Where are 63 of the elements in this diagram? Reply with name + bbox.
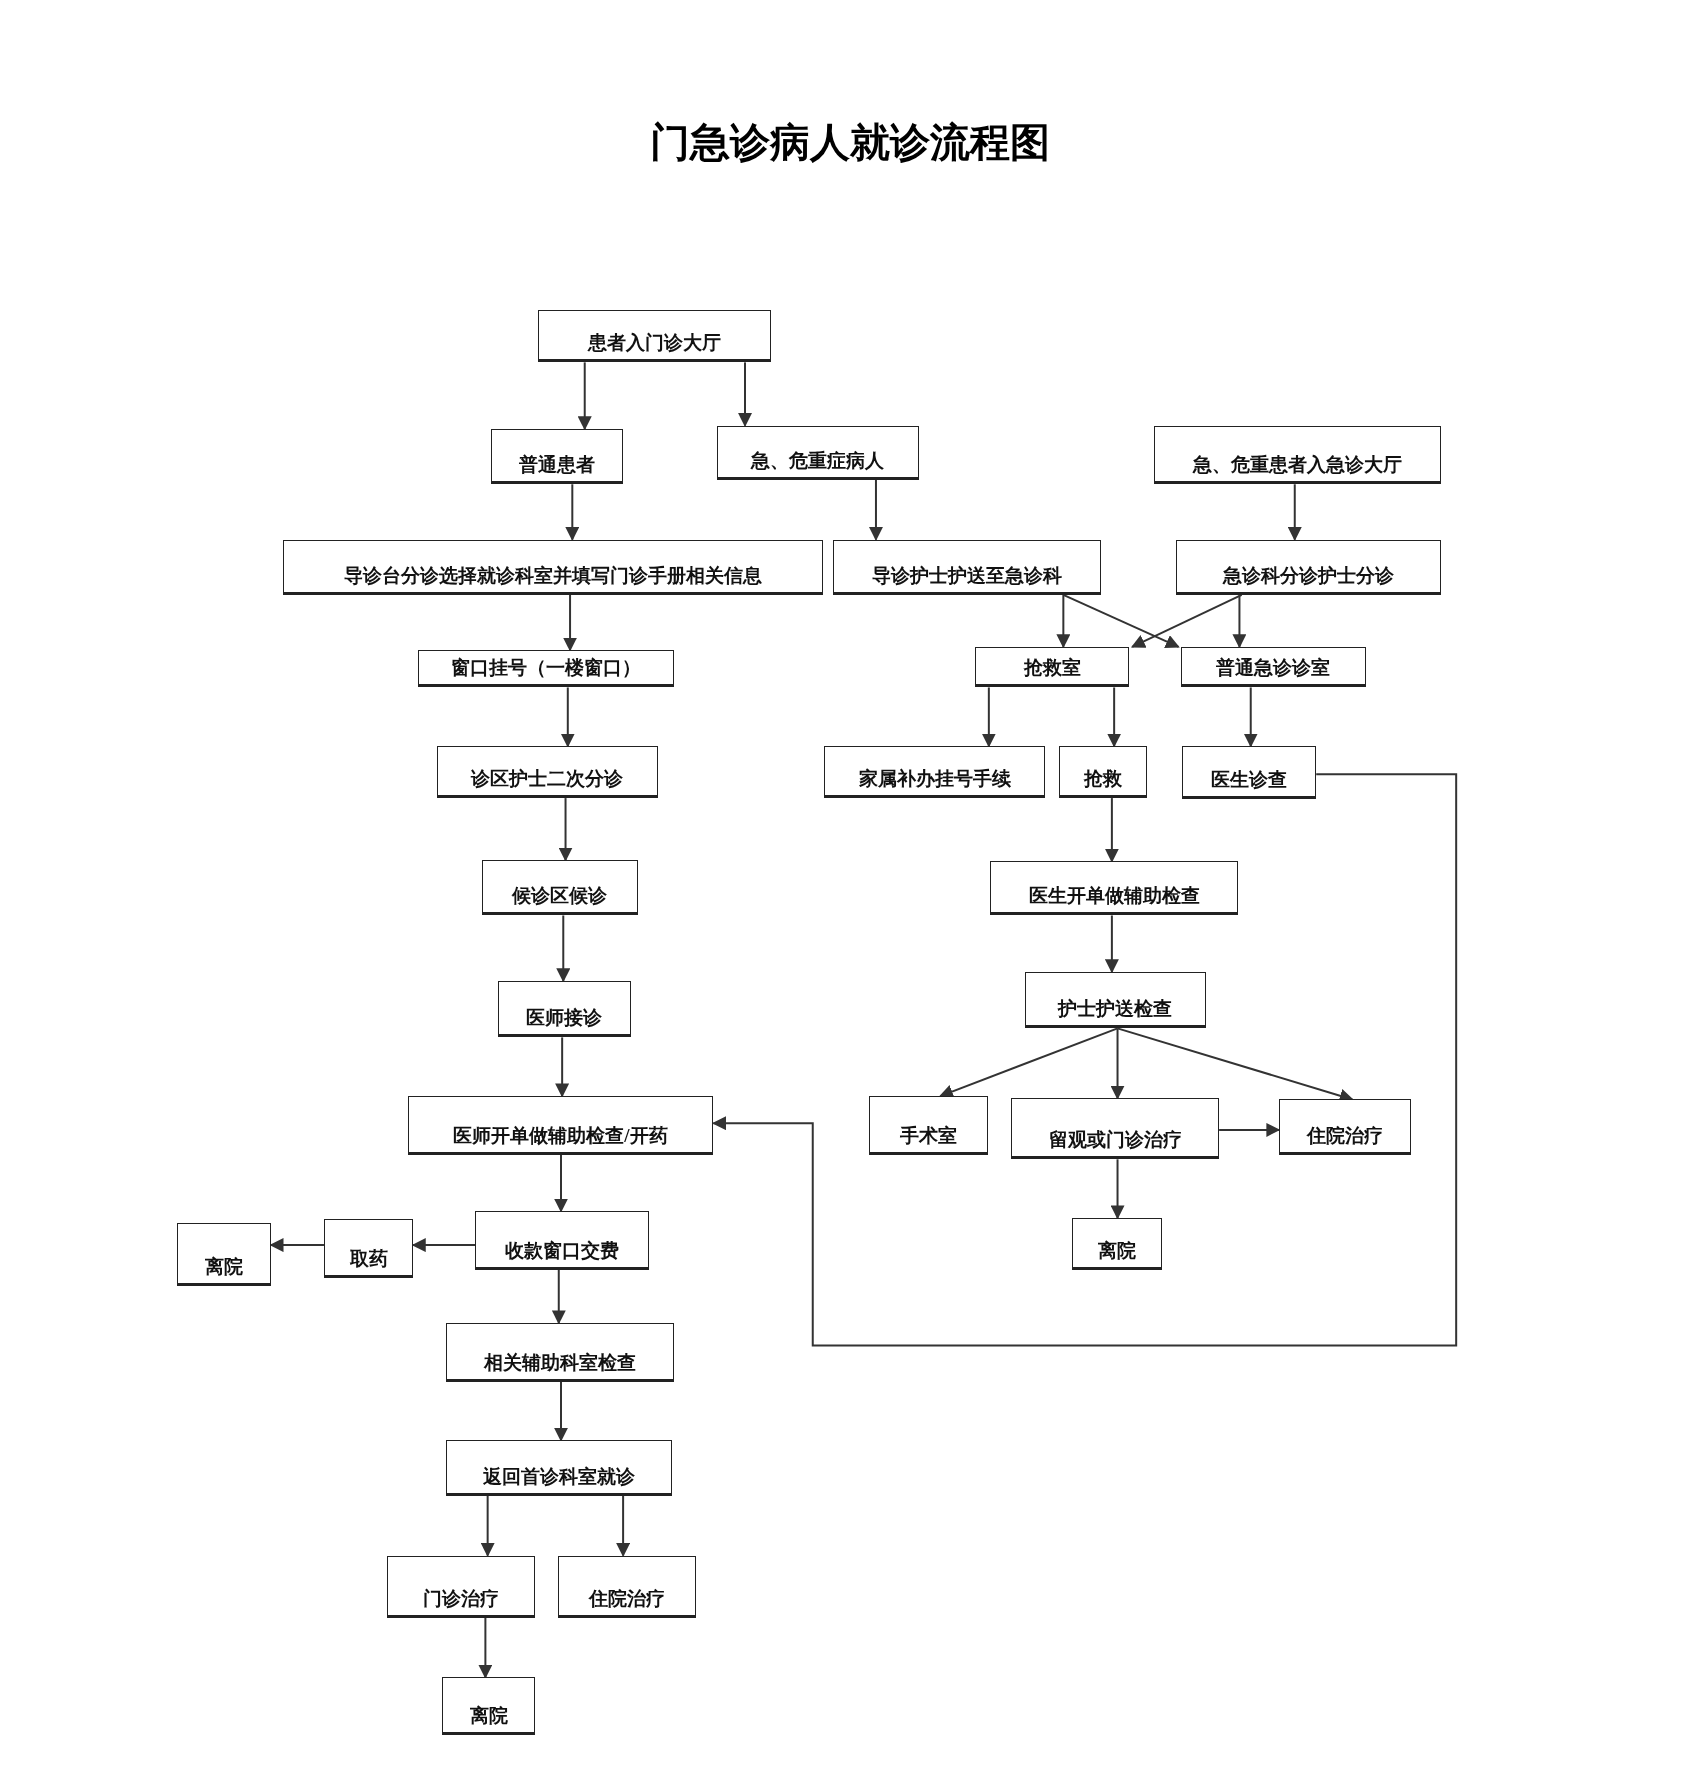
process-box: 急、危重症病人 <box>716 425 919 480</box>
arrow <box>1243 686 1258 748</box>
arrow <box>555 1036 570 1098</box>
arrow <box>554 1153 568 1213</box>
process-box: 医师接诊 <box>497 980 631 1038</box>
process-box: 医师开单做辅助检查/开药 <box>407 1096 714 1155</box>
process-box: 取药 <box>323 1219 414 1278</box>
arrow <box>551 1268 566 1325</box>
arrow <box>563 593 578 652</box>
process-box: 候诊区候诊 <box>482 860 638 916</box>
arrow <box>868 478 883 541</box>
arrow <box>1104 914 1119 974</box>
arrow <box>411 1238 477 1253</box>
arrow <box>1110 1027 1125 1100</box>
arrow <box>738 361 752 427</box>
process-box: 导诊台分诊选择就诊科室并填写门诊手册相关信息 <box>283 539 823 595</box>
arrow <box>1062 593 1180 648</box>
arrow <box>1130 593 1243 648</box>
arrow <box>1218 1122 1281 1137</box>
process-box: 收款窗口交费 <box>475 1211 650 1270</box>
arrow <box>577 361 592 431</box>
arrow <box>1107 686 1122 748</box>
process-box: 医生诊查 <box>1181 746 1317 800</box>
process-box: 诊区护士二次分诊 <box>436 746 659 799</box>
process-box: 患者入门诊大厅 <box>538 310 771 363</box>
process-box: 住院治疗 <box>1278 1099 1411 1155</box>
arrow <box>1110 1158 1125 1220</box>
arrow <box>560 686 575 748</box>
process-box: 返回首诊科室就诊 <box>445 1440 672 1496</box>
process-box: 住院治疗 <box>557 1555 697 1618</box>
process-box: 留观或门诊治疗 <box>1011 1098 1220 1160</box>
process-box: 抢救室 <box>975 646 1129 688</box>
arrow <box>565 483 580 541</box>
arrow <box>981 686 996 748</box>
arrow <box>712 773 1458 1347</box>
process-box: 医生开单做辅助检查 <box>989 861 1239 916</box>
process-box: 急诊科分诊护士分诊 <box>1176 539 1442 595</box>
process-box: 护士护送检查 <box>1024 971 1206 1029</box>
process-box: 普通急诊诊室 <box>1180 646 1366 688</box>
process-box: 抢救 <box>1058 746 1147 799</box>
arrow <box>616 1494 631 1557</box>
process-box: 相关辅助科室检查 <box>445 1322 674 1382</box>
arrow <box>558 797 573 862</box>
process-box: 急、危重患者入急诊大厅 <box>1153 425 1442 485</box>
arrow <box>1056 593 1071 649</box>
process-box: 窗口挂号（一楼窗口） <box>417 650 674 688</box>
arrow <box>556 914 571 983</box>
process-box: 离院 <box>1072 1218 1162 1270</box>
process-box: 导诊护士护送至急诊科 <box>833 539 1101 595</box>
arrow <box>480 1494 495 1557</box>
arrow <box>1104 797 1119 863</box>
process-box: 普通患者 <box>491 428 624 485</box>
arrow <box>554 1380 568 1442</box>
arrow <box>478 1616 493 1679</box>
process-box: 离院 <box>442 1677 536 1735</box>
arrow <box>269 1238 325 1253</box>
diagram-title: 门急诊病人就诊流程图 <box>650 119 1050 167</box>
process-box: 家属补办挂号手续 <box>824 746 1046 799</box>
process-box: 手术室 <box>869 1096 988 1155</box>
process-box: 离院 <box>177 1222 271 1286</box>
process-box: 门诊治疗 <box>387 1555 536 1618</box>
arrow <box>1232 593 1247 649</box>
arrow <box>1287 483 1302 541</box>
